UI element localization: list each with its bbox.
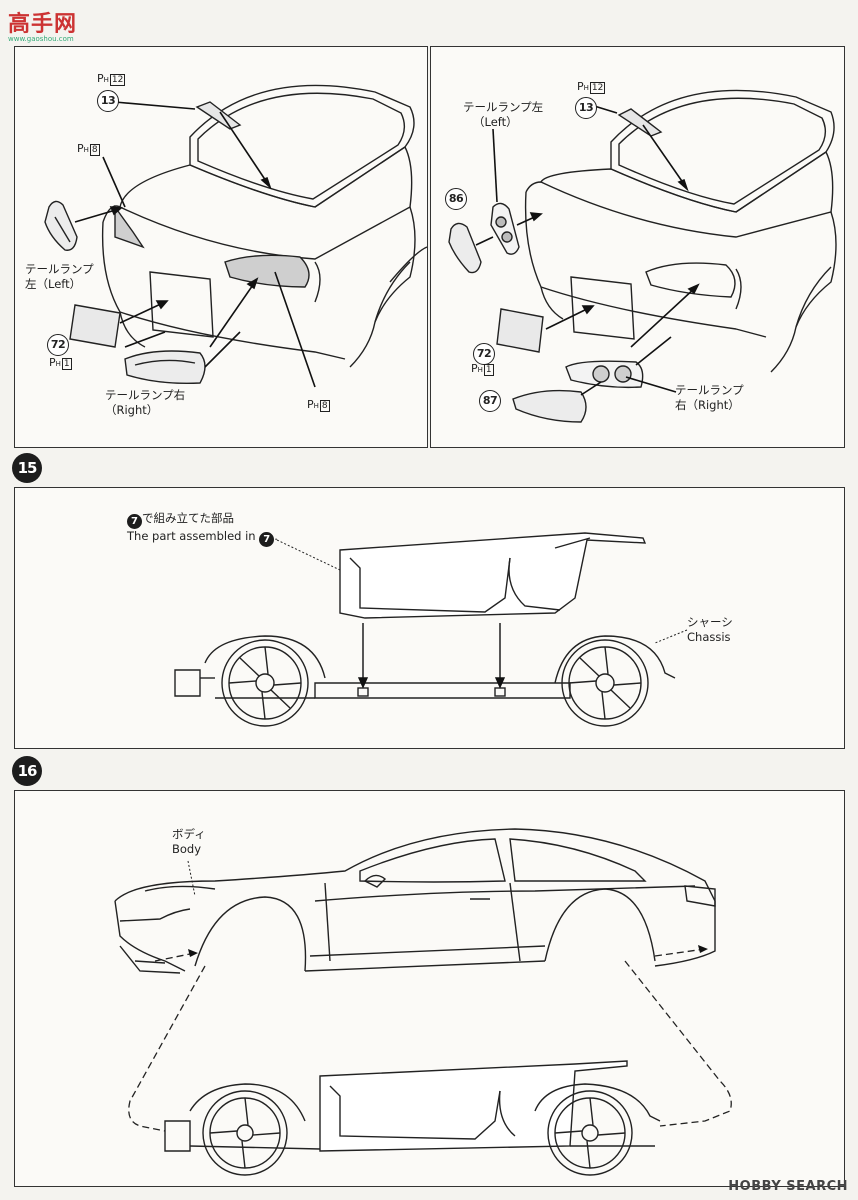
part-number-72-left: 72 bbox=[47, 334, 69, 356]
tail-lamp-left-label-r: テールランプ左 （Left） bbox=[463, 100, 544, 129]
body-chassis-mating-drawing bbox=[114, 828, 732, 1176]
rear-car-drawing-right bbox=[448, 89, 837, 423]
rear-car-drawing-left bbox=[44, 84, 428, 388]
hobby-search-watermark: HOBBY SEARCH bbox=[728, 1179, 848, 1194]
body-label: ボディ Body bbox=[172, 827, 206, 856]
tail-lamp-right-label: テールランプ右 （Right） bbox=[105, 388, 186, 417]
step-15-marker: 15 bbox=[12, 453, 42, 483]
part-number-86: 86 bbox=[445, 188, 467, 210]
logo-title: 高手网 bbox=[8, 12, 78, 37]
chassis-assembly-drawing bbox=[174, 532, 688, 727]
part-number-72-right: 72 bbox=[473, 343, 495, 365]
part-number-13-left: 13 bbox=[97, 90, 119, 112]
step-7-ref-en: 7 bbox=[259, 532, 275, 547]
chassis-label: シャーシ Chassis bbox=[687, 615, 733, 644]
site-logo: 高手网 www.gaoshou.com bbox=[8, 6, 77, 43]
step-7-ref-jp: 7 bbox=[127, 514, 142, 529]
part-number-87: 87 bbox=[479, 390, 501, 412]
logo-domain: www.gaoshou.com bbox=[8, 35, 74, 43]
step-16-marker: 16 bbox=[12, 756, 42, 786]
tail-lamp-right-label-r: テールランプ 右（Right） bbox=[675, 383, 744, 412]
panel-step16: ボディ Body bbox=[14, 790, 845, 1187]
tail-lamp-left-label: テールランプ 左（Left） bbox=[25, 262, 94, 291]
part-number-13-right: 13 bbox=[575, 97, 597, 119]
